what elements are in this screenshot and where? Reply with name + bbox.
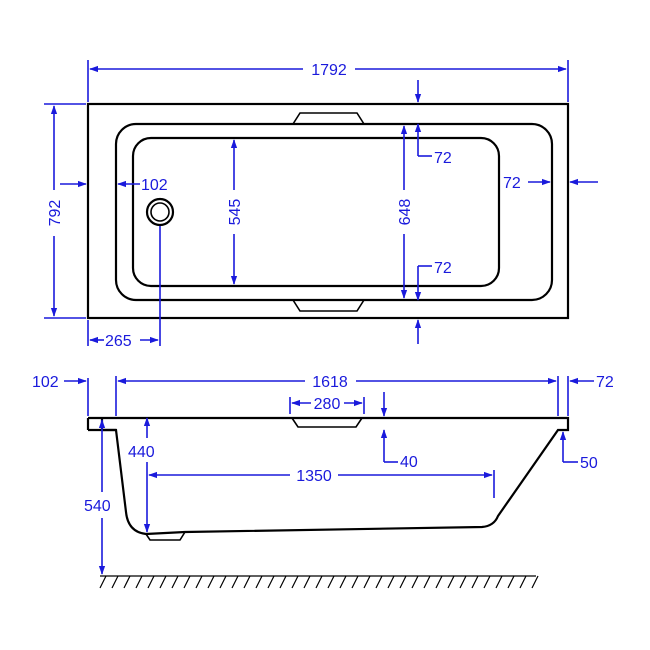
dim-plan-interior-width: 545 <box>227 139 244 285</box>
headrest-side <box>291 417 363 428</box>
dim-side-rim-left: 102 <box>32 374 89 416</box>
dim-plan-overall-width: 792 <box>44 103 86 319</box>
floor-hatch-mark <box>303 575 311 589</box>
floor-hatch-mark <box>195 575 203 589</box>
floor-hatch-mark <box>135 575 143 589</box>
dim-side-base-length: 1350 <box>148 468 495 498</box>
tub-basin <box>131 136 501 288</box>
tub-feet <box>145 531 186 541</box>
floor-hatch-mark <box>375 575 383 589</box>
floor-hatch-mark <box>339 575 347 589</box>
floor-hatch-mark <box>123 575 131 589</box>
floor-hatch-mark <box>531 575 539 589</box>
floor-hatch-mark <box>99 575 107 589</box>
dim-side-inner-length: 1618 <box>115 374 559 416</box>
floor-hatch-mark <box>447 575 455 589</box>
floor-hatch-mark <box>435 575 443 589</box>
dim-label-72-top: 72 <box>434 150 452 167</box>
floor-hatch-mark <box>315 575 323 589</box>
waste-outlet <box>145 197 175 227</box>
floor-hatch-mark <box>183 575 191 589</box>
dim-label-72-bottom: 72 <box>434 260 452 277</box>
dim-label-40: 40 <box>400 454 418 471</box>
dim-side-total-height: 540 <box>84 419 111 575</box>
floor-hatch-mark <box>327 575 335 589</box>
dim-label-280: 280 <box>314 396 341 413</box>
floor-hatch-mark <box>111 575 119 589</box>
dim-plan-rim-top: 72 <box>414 80 452 167</box>
floor-hatch-mark <box>363 575 371 589</box>
dim-side-right-rim-height: 50 <box>559 431 598 472</box>
dim-plan-overall-length: 1792 <box>87 60 569 102</box>
dim-label-1618: 1618 <box>312 374 348 391</box>
dim-side-rim-depth: 40 <box>380 392 418 471</box>
floor-hatch-mark <box>291 575 299 589</box>
dim-label-540: 540 <box>84 498 111 515</box>
dim-side-inner-depth: 440 <box>128 417 155 533</box>
floor-hatching <box>99 575 539 589</box>
floor-hatch-mark <box>279 575 287 589</box>
dim-label-50: 50 <box>580 455 598 472</box>
floor-hatch-mark <box>471 575 479 589</box>
dim-side-rim-right: 72 <box>567 374 614 416</box>
floor-hatch-mark <box>255 575 263 589</box>
dim-label-1792: 1792 <box>311 62 347 79</box>
floor-hatch-mark <box>231 575 239 589</box>
dim-label-72-right: 72 <box>503 175 521 192</box>
floor-hatch-mark <box>423 575 431 589</box>
floor-hatch-mark <box>483 575 491 589</box>
dim-label-545: 545 <box>227 199 244 226</box>
side-view: 102 1618 72 280 40 <box>32 374 614 589</box>
floor-hatch-mark <box>459 575 467 589</box>
floor-hatch-mark <box>507 575 515 589</box>
floor-hatch-mark <box>219 575 227 589</box>
floor-hatch-mark <box>495 575 503 589</box>
dim-plan-rim-bottom: 72 <box>414 260 452 344</box>
floor-hatch-mark <box>171 575 179 589</box>
dim-label-102-plan: 102 <box>141 177 168 194</box>
tub-side-profile <box>88 416 570 536</box>
floor-hatch-mark <box>207 575 215 589</box>
tub-inner-rim <box>114 122 554 302</box>
dim-plan-rim-left: 102 <box>60 177 168 194</box>
dim-plan-rim-side: 72 <box>503 175 598 192</box>
dim-label-102-side: 102 <box>32 374 59 391</box>
floor-hatch-mark <box>147 575 155 589</box>
dim-label-440: 440 <box>128 444 155 461</box>
floor-hatch-mark <box>387 575 395 589</box>
headrest-bottom <box>292 299 365 312</box>
floor-hatch-mark <box>351 575 359 589</box>
plan-view: 1792 792 102 72 545 <box>44 60 598 350</box>
tub-outer-rim <box>86 102 570 320</box>
floor-hatch-mark <box>243 575 251 589</box>
dim-side-headrest-length: 280 <box>289 396 365 414</box>
floor-hatch-mark <box>411 575 419 589</box>
dim-plan-inner-width: 648 <box>397 125 414 299</box>
floor-hatch-mark <box>399 575 407 589</box>
dim-plan-waste-offset: 265 <box>87 226 161 350</box>
dim-label-648: 648 <box>397 199 414 226</box>
floor-hatch-mark <box>519 575 527 589</box>
floor-hatch-mark <box>267 575 275 589</box>
headrest-top <box>292 112 365 125</box>
dim-label-1350: 1350 <box>296 468 332 485</box>
dim-label-72-side: 72 <box>596 374 614 391</box>
floor-hatch-mark <box>159 575 167 589</box>
dim-label-792: 792 <box>47 200 64 227</box>
dim-label-265: 265 <box>105 333 132 350</box>
